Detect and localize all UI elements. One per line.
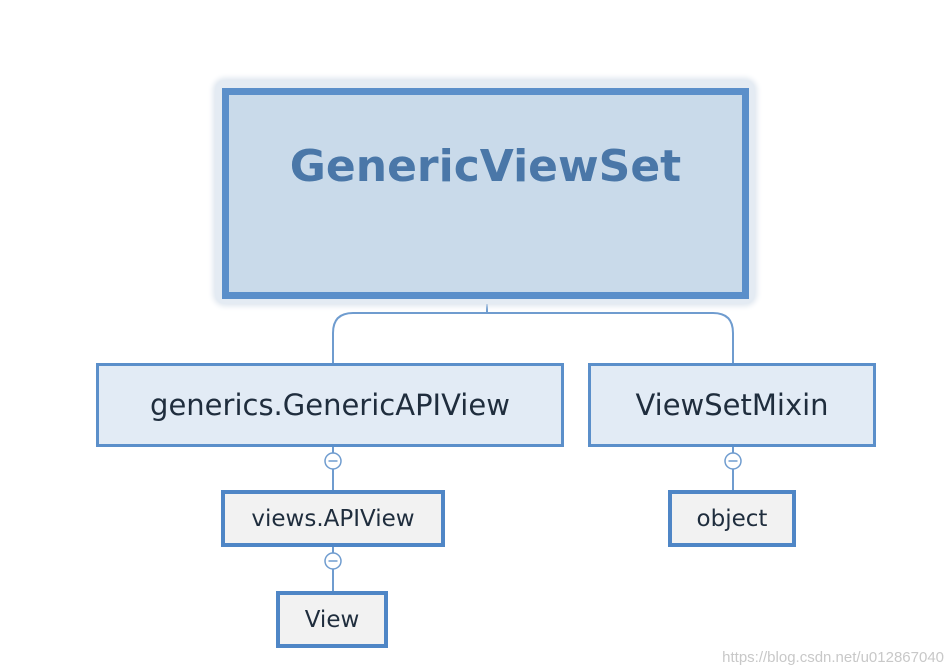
collapse-toggle-genericapiview[interactable]: [324, 452, 342, 470]
node-label: object: [696, 505, 768, 532]
node-views-apiview[interactable]: views.APIView: [221, 490, 445, 547]
connector-root-to-children: [332, 303, 734, 363]
node-label: View: [304, 606, 360, 633]
node-label: views.APIView: [251, 505, 415, 532]
watermark-text: https://blog.csdn.net/u012867040: [722, 649, 944, 666]
collapse-toggle-apiview[interactable]: [324, 552, 342, 570]
root-node-label: GenericViewSet: [289, 141, 682, 192]
node-view[interactable]: View: [276, 591, 388, 648]
node-generics-genericapiview[interactable]: generics.GenericAPIView: [96, 363, 564, 447]
collapse-toggle-viewsetmixin[interactable]: [724, 452, 742, 470]
root-node-genericviewset[interactable]: GenericViewSet: [222, 88, 749, 299]
node-label: generics.GenericAPIView: [150, 388, 510, 422]
node-label: ViewSetMixin: [635, 388, 829, 422]
node-viewsetmixin[interactable]: ViewSetMixin: [588, 363, 876, 447]
node-object[interactable]: object: [668, 490, 796, 547]
